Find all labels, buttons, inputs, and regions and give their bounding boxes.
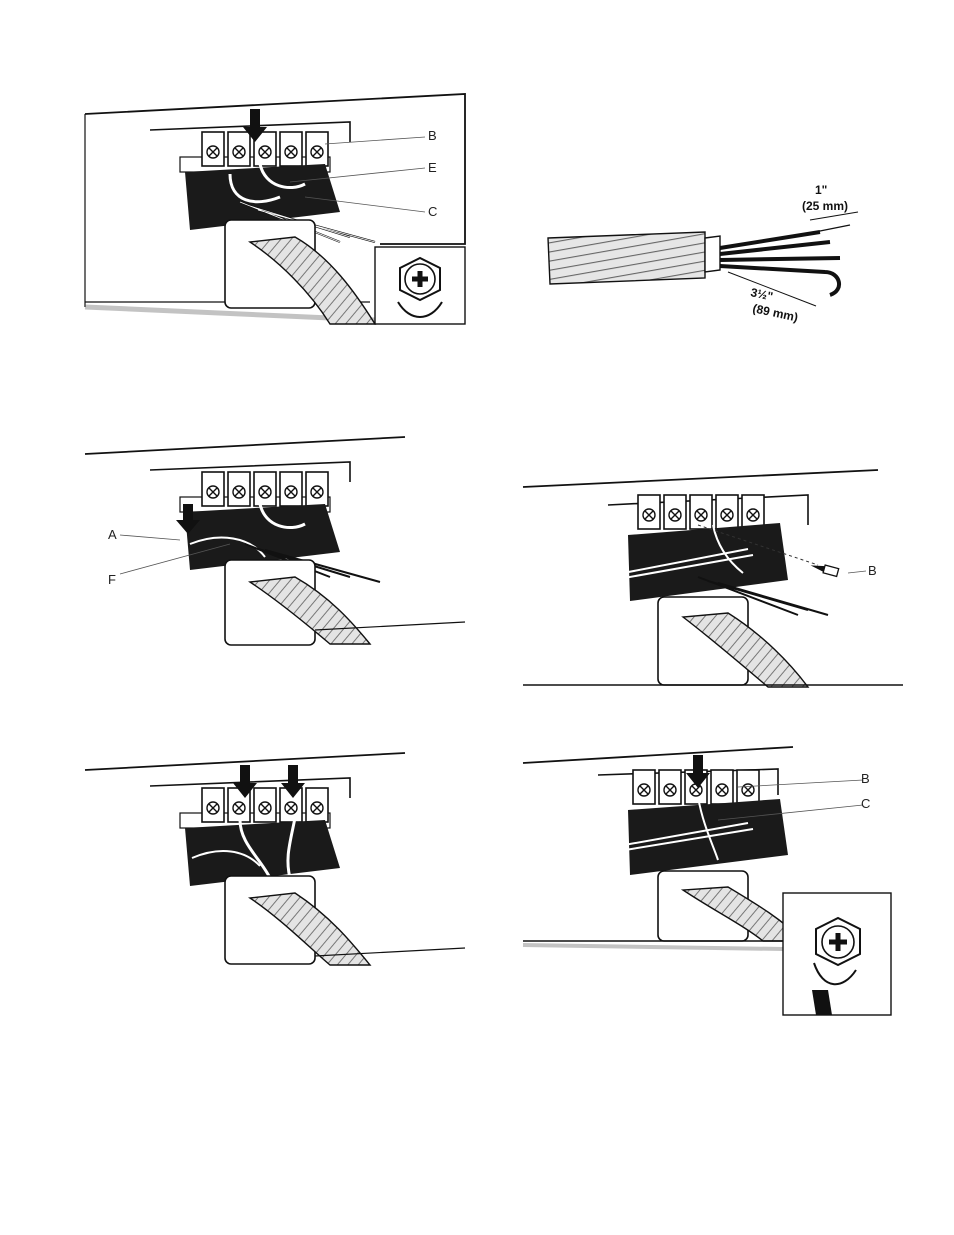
dimension-long: 3½": [749, 285, 774, 303]
label-c: C: [428, 204, 437, 219]
figure-6-drawing: B C: [522, 746, 892, 1016]
figure-2-drawing: 1" (25 mm) 3½" (89 mm): [547, 183, 859, 325]
label-b: B: [428, 128, 437, 143]
figure-5-drawing: [84, 752, 466, 966]
label-c: C: [861, 796, 870, 811]
figure-1-drawing: B E C: [84, 93, 466, 325]
dimension-long-metric: (89 mm): [751, 301, 799, 324]
figure-3-ground-connection: A F: [80, 432, 480, 647]
label-f: F: [108, 572, 116, 587]
figure-6-terminal-b-c: B C: [518, 745, 908, 1020]
label-b: B: [861, 771, 870, 786]
figure-2-cable-strip: 1" (25 mm) 3½" (89 mm): [540, 180, 870, 325]
figure-1-terminal-block: B E C: [80, 92, 480, 325]
figure-5-neutral-wires: [80, 748, 480, 966]
figure-4-drawing: B: [522, 469, 903, 688]
label-a: A: [108, 527, 117, 542]
label-b: B: [868, 563, 877, 578]
figure-3-drawing: A F: [84, 436, 466, 646]
dimension-short-metric: (25 mm): [802, 199, 848, 213]
label-e: E: [428, 160, 437, 175]
dimension-short: 1": [815, 183, 827, 197]
figure-4-screw-b: B: [518, 465, 908, 690]
